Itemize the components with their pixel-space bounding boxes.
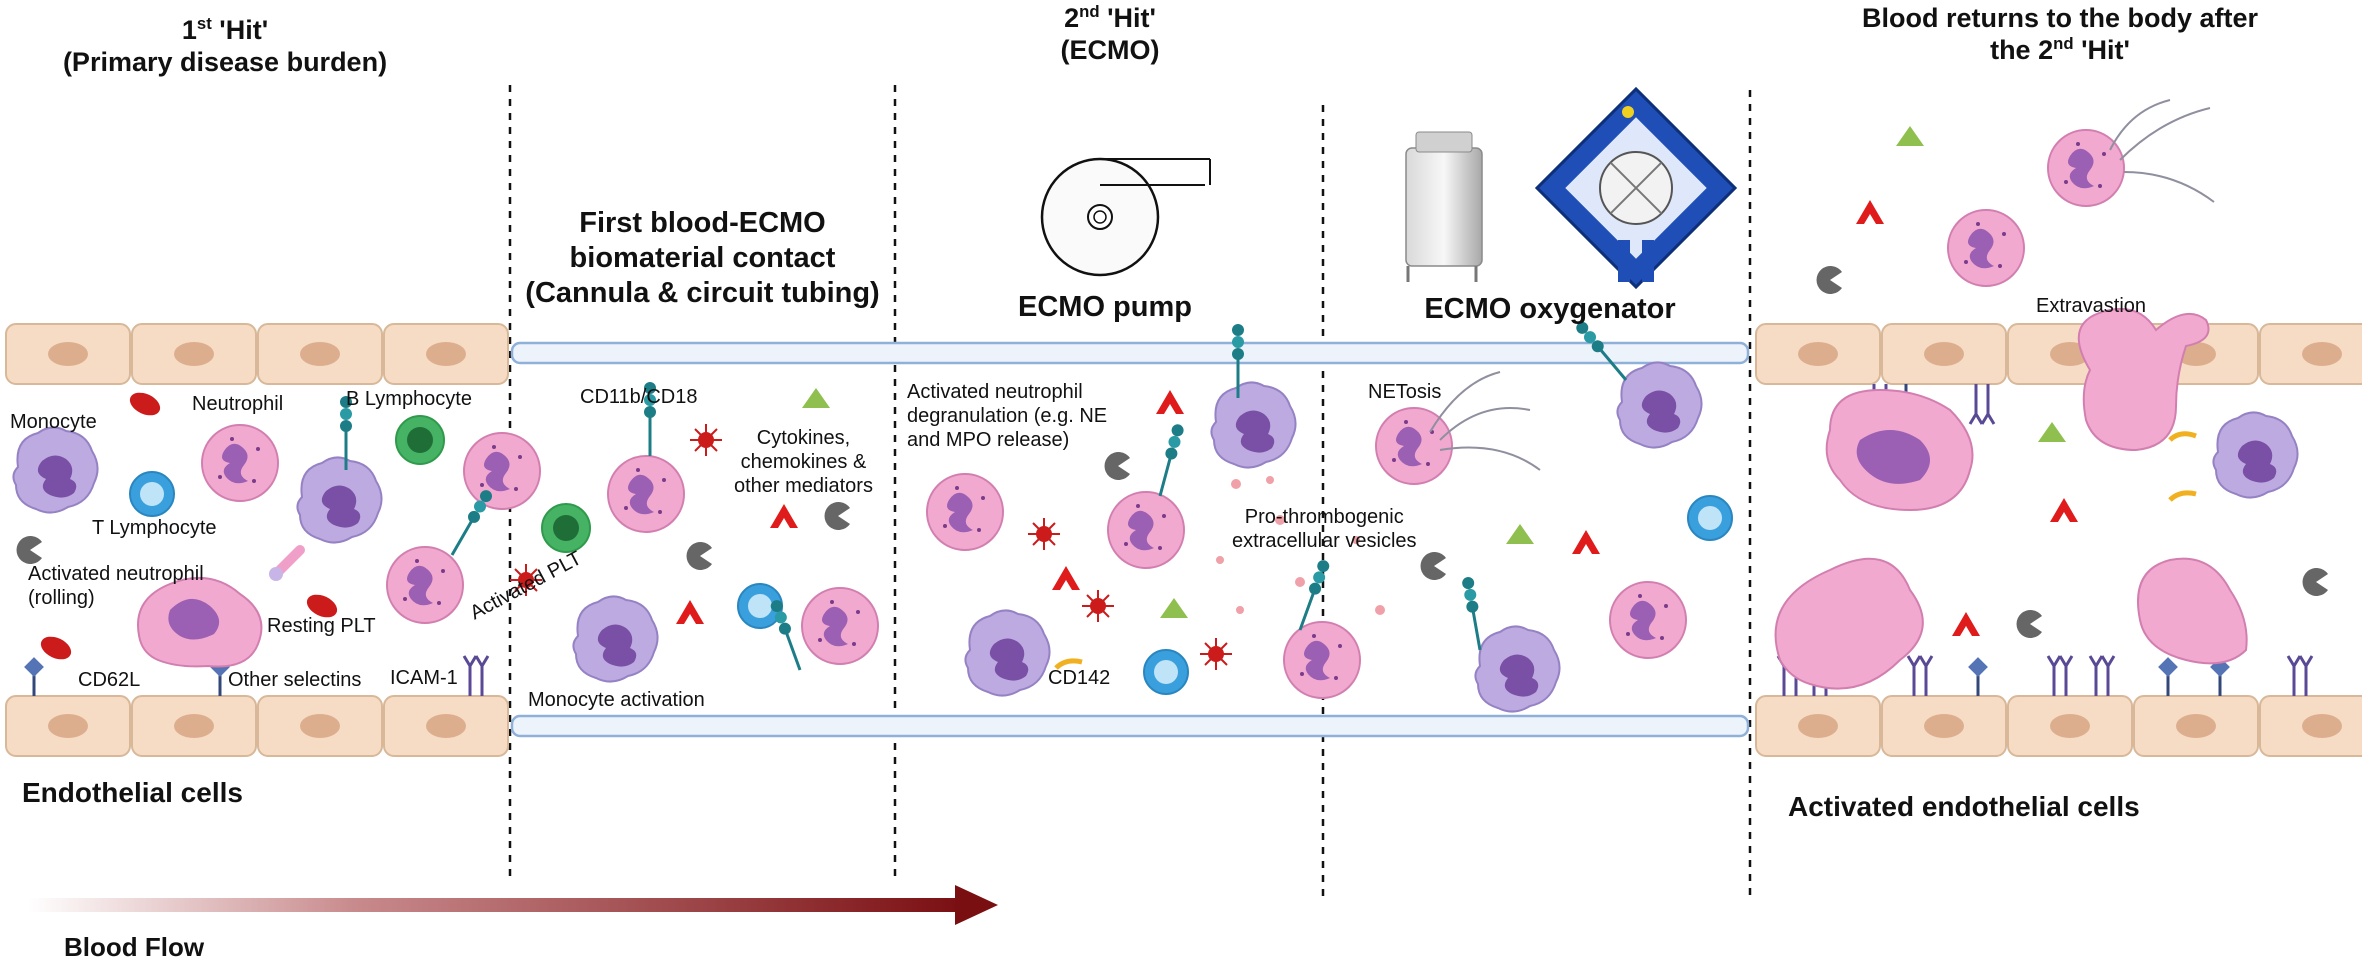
cytokine-red-7	[2050, 498, 2078, 522]
neutrophil-contact-2	[801, 587, 879, 665]
label-resting-plt: Resting PLT	[267, 615, 376, 637]
label-cytokines: Cytokines,chemokines &other mediators	[734, 427, 873, 497]
cytokine-red-1	[770, 504, 798, 528]
label-icam1: ICAM-1	[390, 667, 458, 689]
label-t-lymphocyte: T Lymphocyte	[92, 517, 217, 539]
cytokine-green-4	[1896, 126, 1924, 146]
section-5-cells	[1774, 99, 2328, 690]
monocyte-activation-cell	[572, 595, 659, 683]
cytokine-green-1	[802, 388, 830, 408]
cytokine-grey-4	[1104, 452, 1130, 480]
label-activated-neutrophil: Activated neutrophil(rolling)	[28, 563, 204, 609]
pump-title: ECMO pump	[1018, 291, 1192, 323]
ecmo-oxygenator-icon	[1405, 86, 1738, 290]
cytokine-red-5	[1572, 530, 1600, 554]
activated-platelet-3	[1027, 517, 1061, 551]
label-cd142: CD142	[1048, 667, 1111, 689]
net-fibers	[1429, 371, 1541, 471]
t-lymphocyte-3	[1143, 649, 1189, 695]
b-lymphocyte-2	[541, 503, 591, 553]
label-b-lymphocyte: B Lymphocyte	[346, 388, 472, 410]
label-extravasation: Extravastion	[2036, 295, 2147, 317]
t-lymphocyte-cell	[129, 471, 175, 517]
red-blood-cell-2	[37, 632, 75, 664]
contact-section-title: First blood-ECMO biomaterial contact (Ca…	[525, 207, 880, 309]
netosis-neutrophil	[1375, 407, 1453, 485]
monocyte-cell	[12, 426, 99, 514]
tubing-top	[510, 341, 1750, 365]
hit-1-header: 1st 'Hit' (Primary disease burden)	[62, 14, 388, 78]
t-lymphocyte-4	[1687, 495, 1733, 541]
cytokine-grey-5	[1420, 552, 1446, 580]
hit-2-header: 2nd 'Hit' (ECMO)	[1060, 2, 1160, 66]
netosis-neutrophil-2	[2047, 129, 2125, 207]
endothelium-right-bottom	[1755, 695, 2362, 757]
cytokine-red-3	[1156, 390, 1184, 414]
blood-flow-arrow	[28, 885, 998, 925]
cytokine-grey-6	[1816, 266, 1842, 294]
adherent-neutrophil-3	[2137, 557, 2248, 665]
label-endothelial-cells: Endothelial cells	[22, 777, 243, 808]
label-other-selectins: Other selectins	[228, 669, 362, 691]
return-header: Blood returns to the body after the 2nd …	[1861, 3, 2258, 66]
neutrophil-cell-2	[463, 432, 541, 510]
cytokine-grey	[16, 536, 43, 564]
cytokine-red-8	[1952, 612, 1980, 636]
activated-monocyte	[296, 456, 383, 544]
ecmo-pump-icon	[1040, 157, 1211, 277]
degranulating-neutrophil	[926, 473, 1004, 551]
monocyte-3	[1210, 381, 1297, 469]
cytokine-grey-8	[2302, 568, 2328, 596]
monocyte-5	[1474, 625, 1561, 713]
monocyte-cd142	[964, 609, 1051, 697]
label-cd11b-cd18: CD11b/CD18	[580, 386, 698, 408]
extravasating-neutrophil	[2077, 308, 2210, 452]
cytokine-red-4	[1052, 566, 1080, 590]
label-monocyte: Monocyte	[10, 411, 97, 433]
tubing-bottom	[510, 714, 1750, 738]
label-activated-endothelial-cells: Activated endothelial cells	[1788, 791, 2140, 822]
label-neutrophil: Neutrophil	[192, 393, 284, 415]
section-4-cells	[1375, 317, 1733, 713]
endothelium-left-bottom	[5, 695, 509, 757]
neutrophil-contact	[607, 455, 685, 533]
cytokine-green-2	[1160, 598, 1188, 618]
cytokine-red-2	[676, 600, 704, 624]
label-cd62l: CD62L	[78, 669, 141, 691]
monocyte-4	[1616, 361, 1703, 449]
activated-platelet-4	[1081, 589, 1115, 623]
section-1-cells	[12, 388, 541, 668]
endothelium-right-top	[1755, 323, 2362, 385]
b-lymphocyte-cell	[395, 415, 445, 465]
ecmo-tubing	[510, 341, 1750, 738]
activated-platelet-1	[689, 423, 723, 457]
cytokine-green-3	[1506, 524, 1534, 544]
neutrophil-4	[1107, 491, 1185, 569]
neutrophil-5	[1283, 621, 1361, 699]
neutrophil-cell-3	[386, 546, 464, 624]
activated-platelet-5	[1199, 637, 1233, 671]
degranulating-neutrophil-2	[1609, 581, 1687, 659]
red-blood-cell	[126, 388, 164, 420]
cytokine-grey-3	[686, 542, 712, 570]
cytokine-red-6	[1856, 200, 1884, 224]
endothelium-left-top	[5, 323, 509, 385]
section-3-cells	[926, 322, 1385, 699]
oxygenator-title: ECMO oxygenator	[1424, 293, 1676, 325]
extracellular-vesicles	[1216, 476, 1385, 615]
monocyte-6	[2212, 411, 2299, 499]
label-monocyte-activation: Monocyte activation	[528, 689, 705, 711]
label-blood-flow: Blood Flow	[64, 932, 205, 962]
cytokine-grey-7	[2016, 610, 2042, 638]
cytokine-green-5	[2038, 422, 2066, 442]
adherent-neutrophil-2	[1774, 557, 1924, 690]
label-netosis: NETosis	[1368, 381, 1442, 403]
cytokine-grey-2	[824, 502, 850, 530]
degranulating-neutrophil-3	[1947, 209, 2025, 287]
neutrophil-cell	[201, 424, 279, 502]
